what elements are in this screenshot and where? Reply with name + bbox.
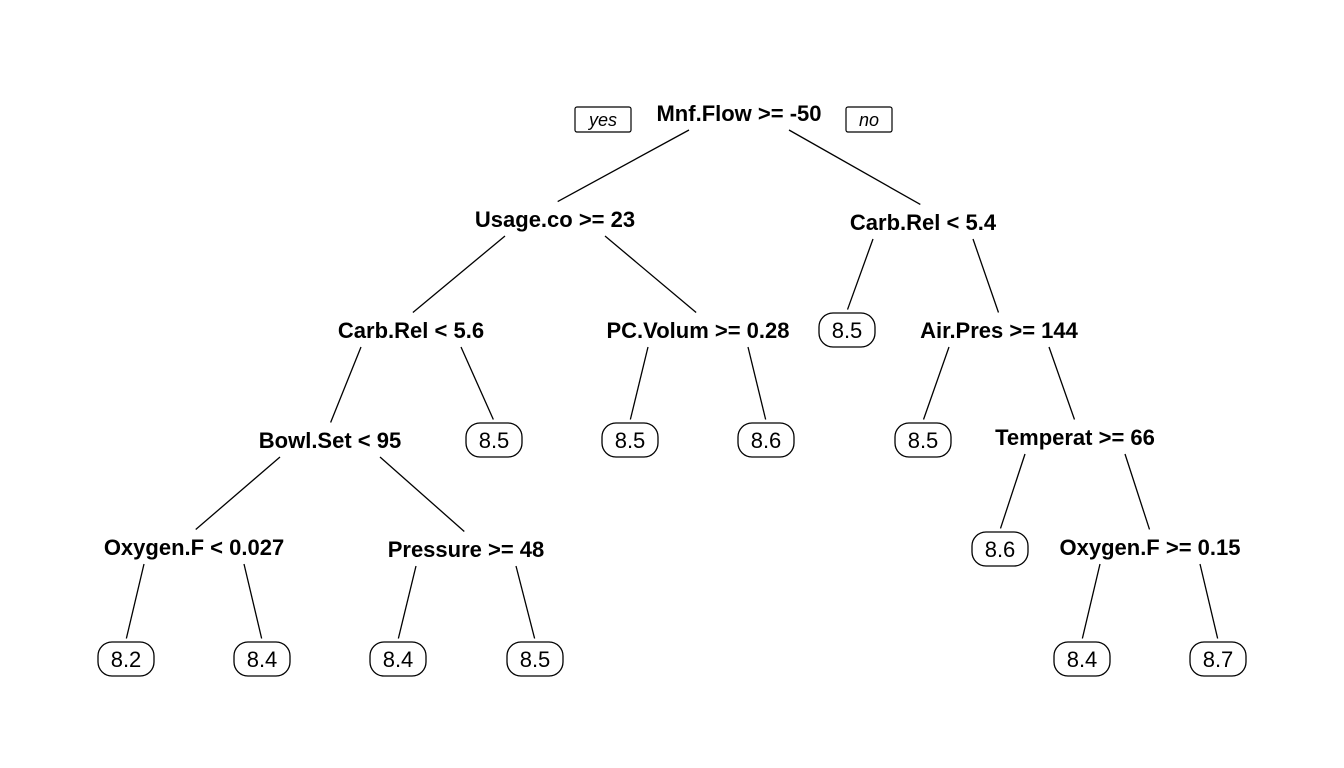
leaf-value: 8.5	[908, 428, 939, 453]
tree-edge	[788, 129, 921, 206]
tree-edge	[972, 238, 1000, 313]
leaf-box	[601, 422, 659, 458]
leaf-value: 8.5	[832, 318, 863, 343]
leaf-node: 8.4	[233, 641, 291, 677]
leaf-box	[465, 422, 523, 458]
split-condition: Pressure >= 48	[388, 537, 545, 562]
split-condition: Bowl.Set < 95	[259, 428, 401, 453]
leaf-node: 8.5	[601, 422, 659, 458]
leaf-node: 8.5	[465, 422, 523, 458]
tree-edge	[195, 456, 281, 531]
split-condition: Temperat >= 66	[995, 425, 1155, 450]
tree-edge	[629, 346, 649, 420]
split-node: Pressure >= 48	[388, 537, 545, 562]
split-node: Carb.Rel < 5.4	[850, 210, 997, 235]
tree-edge	[1081, 563, 1101, 639]
leaf-value: 8.5	[479, 428, 510, 453]
no-branch-box	[845, 106, 893, 133]
leaf-node: 8.4	[369, 641, 427, 677]
tree-edge	[330, 346, 362, 423]
tree-edge	[999, 453, 1026, 529]
tree-edge	[1048, 346, 1076, 420]
split-node: Carb.Rel < 5.6	[338, 318, 484, 343]
split-condition: Oxygen.F >= 0.15	[1060, 535, 1241, 560]
tree-edge	[922, 346, 950, 420]
tree-edge	[604, 235, 697, 313]
tree-edge	[397, 565, 417, 639]
split-node: Bowl.Set < 95	[259, 428, 401, 453]
split-node: Air.Pres >= 144	[920, 318, 1079, 343]
leaf-box	[233, 641, 291, 677]
leaf-box	[971, 531, 1029, 567]
leaf-box	[818, 312, 876, 348]
leaf-node: 8.4	[1053, 641, 1111, 677]
split-condition: Mnf.Flow >= -50	[656, 101, 821, 126]
split-condition: Oxygen.F < 0.027	[104, 535, 284, 560]
tree-edge	[515, 565, 536, 639]
yes-branch-box	[574, 106, 632, 133]
leaf-node: 8.2	[97, 641, 155, 677]
split-condition: Air.Pres >= 144	[920, 318, 1079, 343]
tree-edge	[243, 563, 263, 639]
leaf-box	[894, 422, 952, 458]
tree-edge	[846, 238, 874, 310]
tree-edge	[557, 129, 690, 203]
leaf-box	[1189, 641, 1247, 677]
leaf-value: 8.4	[1067, 647, 1098, 672]
leaf-value: 8.6	[985, 537, 1016, 562]
leaf-box	[369, 641, 427, 677]
leaf-value: 8.4	[247, 647, 278, 672]
tree-edge	[379, 456, 465, 532]
leaf-box	[97, 641, 155, 677]
split-condition: PC.Volum >= 0.28	[606, 318, 789, 343]
tree-edge	[1199, 563, 1219, 639]
leaf-value: 8.7	[1203, 647, 1234, 672]
tree-edge	[125, 563, 145, 639]
leaf-node: 8.5	[894, 422, 952, 458]
no-branch-label: no	[859, 110, 879, 130]
tree-edge	[747, 346, 767, 420]
split-node: Oxygen.F >= 0.15	[1060, 535, 1241, 560]
leaf-node: 8.5	[506, 641, 564, 677]
tree-edges	[125, 129, 1219, 639]
leaf-node: 8.7	[1189, 641, 1247, 677]
leaf-node: 8.6	[737, 422, 795, 458]
split-condition: Usage.co >= 23	[475, 207, 635, 232]
leaf-box	[506, 641, 564, 677]
leaf-value: 8.2	[111, 647, 142, 672]
tree-edge	[1124, 453, 1151, 530]
split-node: Mnf.Flow >= -50	[656, 101, 821, 126]
split-node: Temperat >= 66	[995, 425, 1155, 450]
leaf-value: 8.6	[751, 428, 782, 453]
leaf-box	[737, 422, 795, 458]
leaf-value: 8.5	[520, 647, 551, 672]
yes-branch-label: yes	[587, 110, 617, 130]
tree-edge	[412, 235, 506, 313]
leaf-value: 8.4	[383, 647, 414, 672]
leaf-value: 8.5	[615, 428, 646, 453]
split-node: Oxygen.F < 0.027	[104, 535, 284, 560]
leaf-node: 8.5	[818, 312, 876, 348]
split-condition: Carb.Rel < 5.4	[850, 210, 997, 235]
tree-edge	[460, 346, 494, 420]
split-node: PC.Volum >= 0.28	[606, 318, 789, 343]
split-condition: Carb.Rel < 5.6	[338, 318, 484, 343]
root-branch-labels: yes no	[574, 106, 893, 133]
split-node: Usage.co >= 23	[475, 207, 635, 232]
leaf-node: 8.6	[971, 531, 1029, 567]
leaf-box	[1053, 641, 1111, 677]
